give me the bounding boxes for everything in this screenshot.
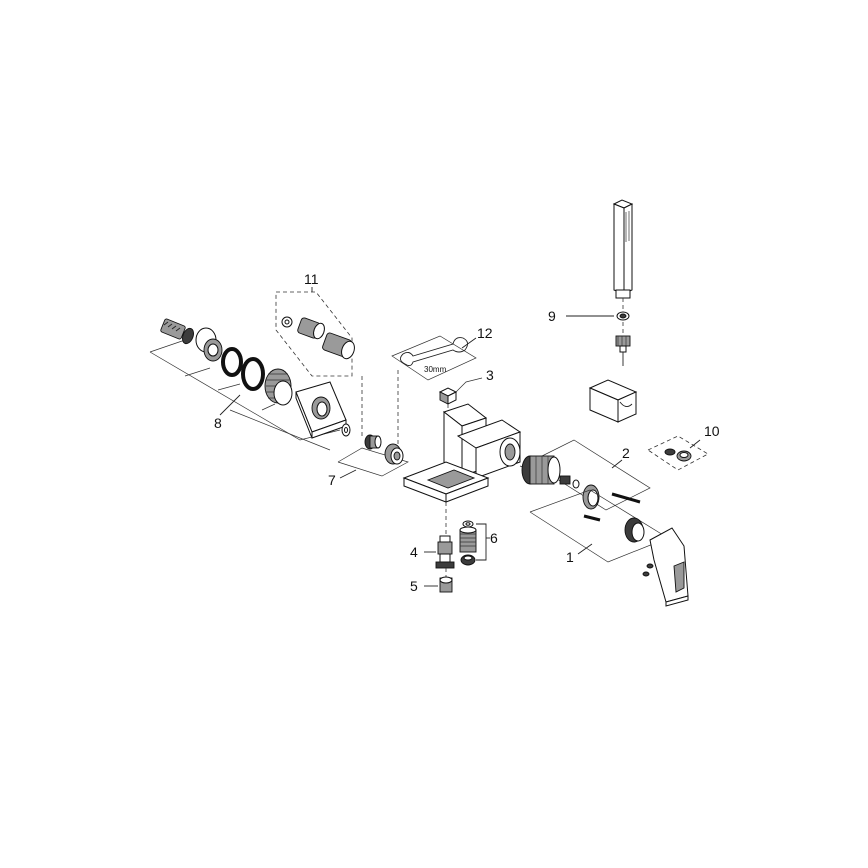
part-7-nut	[384, 443, 404, 465]
group-8-washer	[341, 423, 351, 437]
wrench-size-label: 30mm	[424, 365, 447, 374]
part-7-guide-frame	[337, 447, 409, 477]
part-1-lever	[649, 527, 689, 607]
part-2-screws	[583, 492, 641, 522]
part-2-cartridge-body	[521, 455, 561, 485]
group-8-guide-a	[149, 339, 186, 353]
part-10-kit: 10	[647, 423, 720, 471]
label-5: 5	[410, 578, 418, 594]
group-8-o-ring-2	[241, 357, 265, 391]
part-1-grub-screws	[642, 563, 654, 577]
group-11-kit: 11	[275, 271, 355, 377]
label-7-leader	[339, 469, 357, 479]
label-10: 10	[704, 423, 720, 439]
part-1-handle: 1	[529, 489, 689, 607]
group-8-guide-e	[261, 403, 276, 411]
part-6-ring	[460, 554, 476, 566]
group-8-square-cover	[295, 381, 347, 439]
label-12: 12	[477, 325, 493, 341]
group-8-guide-d	[217, 383, 241, 391]
part-2-collar-ring	[582, 484, 600, 510]
part-12-frame	[391, 335, 477, 381]
part-10-dashed-frame	[647, 435, 709, 471]
label-12-leader	[461, 337, 477, 349]
label-8-leader	[219, 394, 241, 416]
mixer-body	[402, 403, 561, 540]
label-1-leader	[577, 543, 593, 555]
group-8-guide-c	[184, 367, 211, 377]
group-8-o-ring-1	[221, 347, 243, 377]
label-6: 6	[490, 530, 498, 546]
wall-bracket	[588, 379, 638, 423]
label-11: 11	[304, 271, 319, 287]
part-6-threaded-insert	[459, 526, 477, 553]
part-7-small-union	[364, 434, 382, 450]
part-3-cap: 3	[438, 367, 494, 416]
part-12-wrench: 30mm 12	[391, 325, 493, 381]
part-5-nut: 5	[410, 576, 453, 594]
part-10-spacer	[676, 450, 692, 462]
part-1-handle-ring	[624, 517, 645, 543]
label-7: 7	[328, 472, 336, 488]
label-3-leader	[455, 377, 483, 393]
group-8-guide-f	[229, 409, 331, 451]
spout-front-face	[445, 477, 489, 503]
label-4: 4	[410, 544, 418, 560]
part-4-diverter: 4	[410, 535, 455, 578]
part-6-bracket	[476, 523, 487, 561]
spout-outlet	[426, 469, 476, 489]
part-7-connector: 7	[328, 434, 409, 488]
part-12-wrench-shape	[400, 337, 468, 367]
part-6-inserts: 6	[459, 520, 498, 566]
hand-shower	[612, 199, 634, 310]
part-2-cartridge: 2	[521, 439, 651, 522]
group-11-short-sleeve	[297, 317, 325, 340]
hose-nut	[615, 335, 631, 366]
group-8-eccentric-union	[160, 318, 194, 345]
label-1: 1	[566, 549, 574, 565]
part-2-stem	[559, 475, 580, 489]
part-2-guide-frame	[529, 439, 651, 511]
group-11-dashed-frame	[275, 291, 353, 377]
label-2-leader	[611, 459, 623, 469]
label-9: 9	[548, 308, 556, 324]
part-10-small-ring	[664, 448, 676, 456]
label-10-leader	[689, 439, 701, 449]
group-8-wall-connection: 8	[149, 318, 351, 451]
group-8-nut	[195, 327, 223, 362]
label-2: 2	[622, 445, 630, 461]
group-8-threaded-nut	[264, 368, 293, 406]
label-3: 3	[486, 367, 494, 383]
label-8: 8	[214, 415, 222, 431]
part-9-hand-shower-set: 9	[548, 199, 638, 423]
group-11-long-sleeve	[322, 332, 355, 360]
part-9-washer	[616, 311, 630, 321]
